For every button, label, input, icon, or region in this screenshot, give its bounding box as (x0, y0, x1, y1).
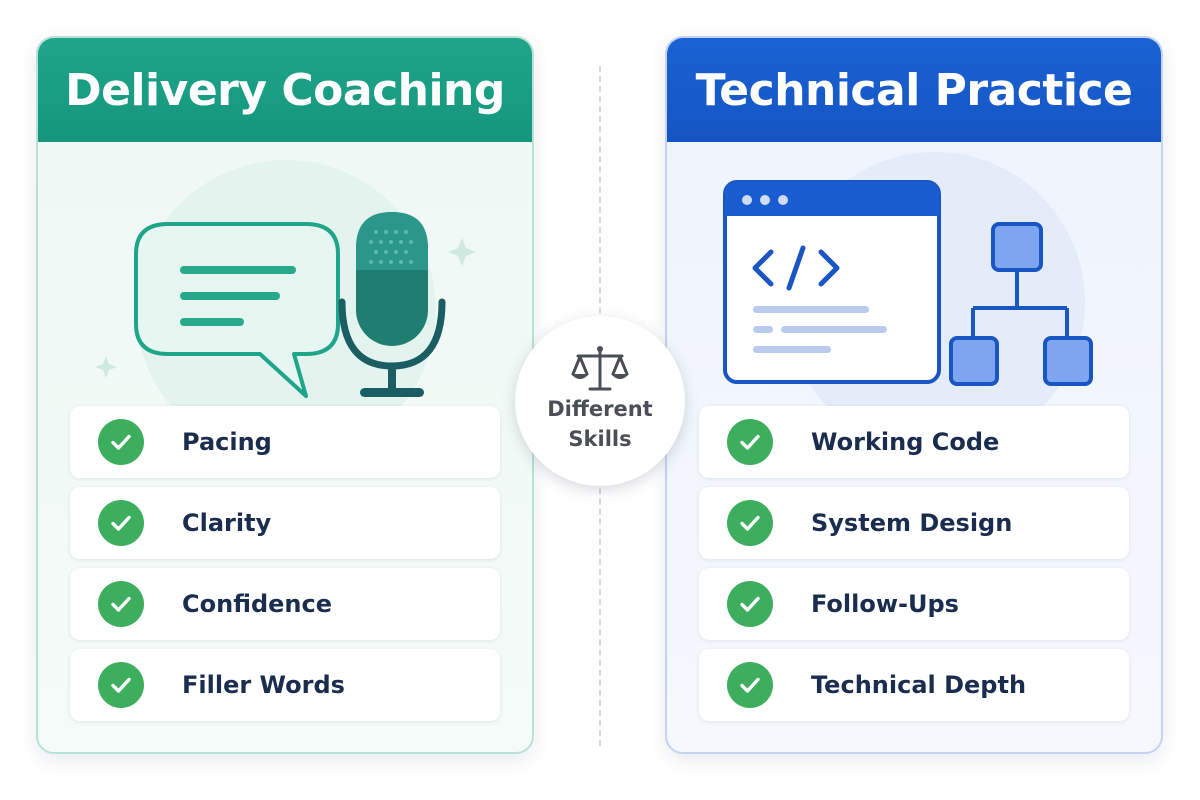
delivery-coaching-card: Delivery Coaching (36, 36, 534, 754)
different-skills-badge: Different Skills (515, 316, 685, 486)
item-label: Working Code (811, 428, 1000, 456)
technical-practice-card: Technical Practice (665, 36, 1163, 754)
check-icon (98, 500, 144, 546)
list-item: Follow-Ups (699, 568, 1129, 640)
list-item: Pacing (70, 406, 500, 478)
list-item: Confidence (70, 568, 500, 640)
technical-illustration-svg (723, 152, 1093, 432)
code-window-icon (723, 180, 941, 384)
delivery-coaching-header: Delivery Coaching (38, 38, 532, 142)
delivery-coaching-illustration (38, 142, 532, 432)
delivery-illustration-svg (95, 160, 476, 432)
balance-scale-icon (571, 346, 629, 391)
delivery-coaching-list: Pacing Clarity Confidence Filler Words (70, 406, 500, 721)
check-icon (727, 581, 773, 627)
badge-line-1: Different (547, 397, 653, 421)
technical-practice-list: Working Code System Design Follow-Ups Te… (699, 406, 1129, 721)
list-item: Clarity (70, 487, 500, 559)
technical-practice-header: Technical Practice (667, 38, 1161, 142)
list-item: Technical Depth (699, 649, 1129, 721)
check-icon (98, 662, 144, 708)
check-icon (98, 419, 144, 465)
list-item: Filler Words (70, 649, 500, 721)
badge-line-2: Skills (568, 427, 632, 451)
check-icon (98, 581, 144, 627)
speech-bubble-icon (134, 222, 340, 398)
sparkle-icon (95, 238, 476, 378)
technical-practice-illustration (667, 142, 1161, 432)
item-label: Clarity (182, 509, 272, 537)
item-label: Follow-Ups (811, 590, 959, 618)
delivery-coaching-title: Delivery Coaching (65, 64, 505, 116)
check-icon (727, 419, 773, 465)
microphone-icon (338, 212, 446, 397)
check-icon (727, 662, 773, 708)
technical-practice-title: Technical Practice (695, 64, 1133, 116)
item-label: Confidence (182, 590, 333, 618)
list-item: System Design (699, 487, 1129, 559)
check-icon (727, 500, 773, 546)
item-label: System Design (811, 509, 1013, 537)
item-label: Filler Words (182, 671, 345, 699)
system-diagram-icon (949, 222, 1093, 386)
item-label: Pacing (182, 428, 272, 456)
list-item: Working Code (699, 406, 1129, 478)
item-label: Technical Depth (811, 671, 1027, 699)
